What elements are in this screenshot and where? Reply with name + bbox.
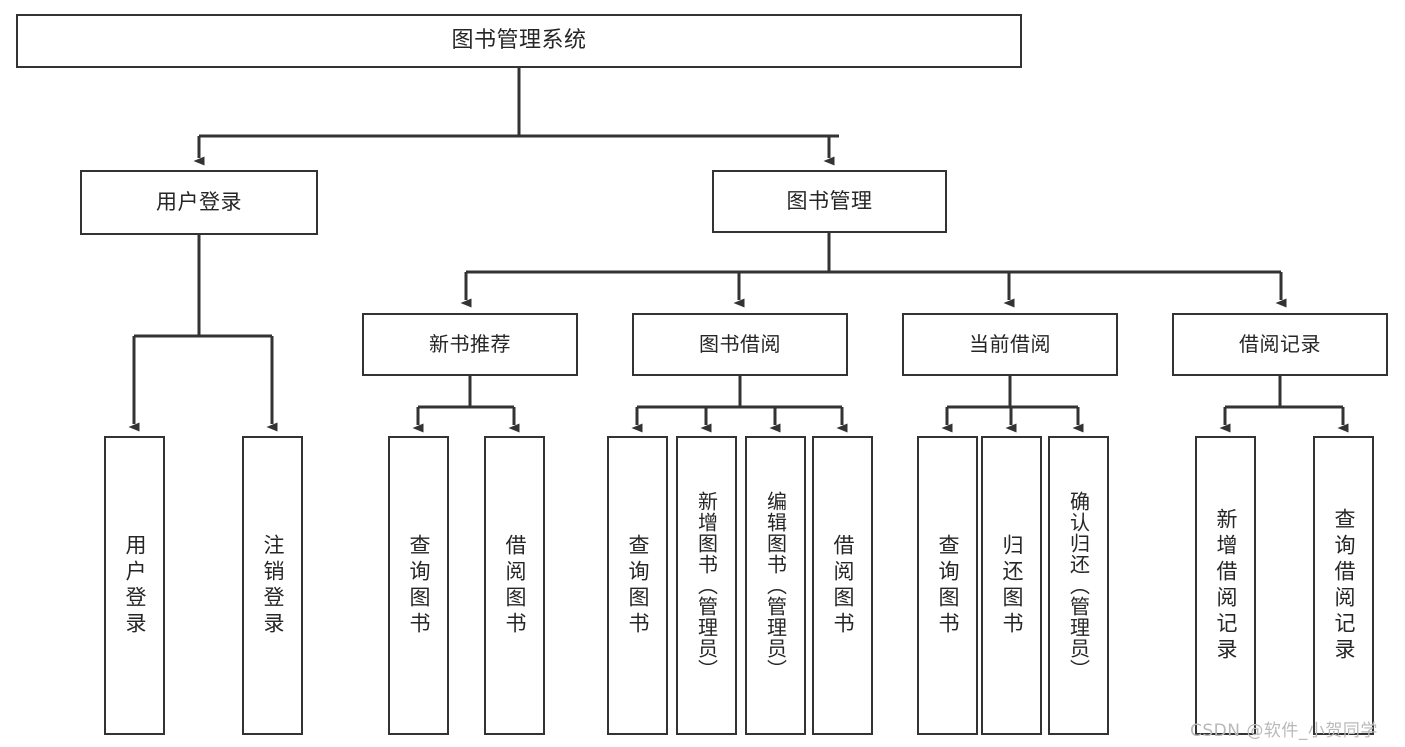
leaf-user-login[interactable]: 用户登录 [104, 436, 165, 735]
leaf-query-book-current[interactable]: 查询图书 [917, 436, 978, 735]
node-label: 用户登录 [123, 533, 147, 638]
node-label: 图书借阅 [699, 332, 781, 357]
node-label: 查询图书 [626, 533, 650, 638]
leaf-logout[interactable]: 注销登录 [242, 436, 303, 735]
node-label: 归还图书 [1000, 533, 1024, 638]
node-label: 注销登录 [261, 533, 285, 638]
node-label: 编辑图书（管理员） [763, 491, 788, 680]
node-label: 查询图书 [407, 533, 431, 638]
node-label: 确认归还（管理员） [1066, 491, 1091, 680]
node-root-system[interactable]: 图书管理系统 [16, 14, 1022, 68]
node-borrow-record[interactable]: 借阅记录 [1172, 313, 1388, 376]
leaf-confirm-return-admin[interactable]: 确认归还（管理员） [1048, 436, 1109, 735]
node-current-borrow[interactable]: 当前借阅 [902, 313, 1118, 376]
node-label: 新书推荐 [429, 332, 511, 357]
leaf-query-borrow-record[interactable]: 查询借阅记录 [1313, 436, 1374, 735]
csdn-watermark: CSDN @软件_小贺同学 [1190, 721, 1378, 741]
leaf-add-book-admin[interactable]: 新增图书（管理员） [676, 436, 737, 735]
node-book-borrow[interactable]: 图书借阅 [632, 313, 848, 376]
node-label: 当前借阅 [969, 332, 1051, 357]
leaf-query-book-newbook[interactable]: 查询图书 [388, 436, 449, 735]
node-user-login[interactable]: 用户登录 [80, 170, 318, 235]
leaf-edit-book-admin[interactable]: 编辑图书（管理员） [745, 436, 806, 735]
node-label: 借阅图书 [503, 533, 527, 638]
node-label: 新增图书（管理员） [694, 491, 719, 680]
node-label: 查询图书 [936, 533, 960, 638]
node-label: 借阅图书 [831, 533, 855, 638]
leaf-add-borrow-record[interactable]: 新增借阅记录 [1195, 436, 1256, 735]
node-label: 图书管理 [786, 188, 873, 213]
node-book-management[interactable]: 图书管理 [712, 170, 947, 233]
node-label: 用户登录 [156, 189, 242, 214]
leaf-return-book[interactable]: 归还图书 [981, 436, 1042, 735]
leaf-borrow-book[interactable]: 借阅图书 [812, 436, 873, 735]
node-label: 新增借阅记录 [1214, 507, 1238, 664]
node-new-book-recommend[interactable]: 新书推荐 [362, 313, 578, 376]
leaf-query-book-borrow[interactable]: 查询图书 [607, 436, 668, 735]
leaf-borrow-book-newbook[interactable]: 借阅图书 [484, 436, 545, 735]
node-label: 查询借阅记录 [1332, 507, 1356, 664]
node-label: 图书管理系统 [451, 27, 587, 53]
node-label: 借阅记录 [1239, 332, 1321, 357]
